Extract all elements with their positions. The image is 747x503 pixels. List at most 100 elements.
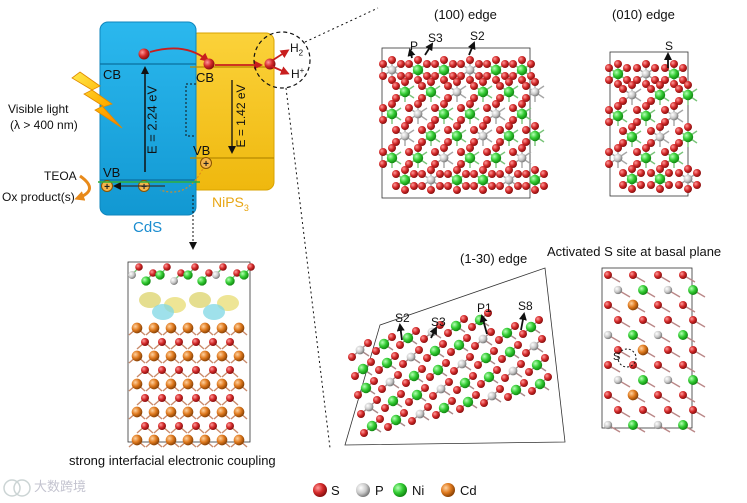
- atom-s: [423, 72, 431, 80]
- atom-s: [226, 422, 234, 430]
- atom-cd: [131, 350, 143, 362]
- atom-s: [418, 138, 426, 146]
- atom-s: [462, 170, 470, 178]
- atom-cd: [627, 389, 639, 401]
- atom-s: [432, 411, 440, 419]
- atom-s: [614, 406, 622, 414]
- atom-ni: [678, 330, 688, 340]
- atom-p: [655, 132, 665, 142]
- atom-s: [424, 403, 432, 411]
- atom-s: [679, 271, 687, 279]
- atom-s: [414, 100, 422, 108]
- atom-s: [679, 301, 687, 309]
- atom-p: [613, 153, 623, 163]
- reaction-circle: [253, 31, 311, 89]
- atom-s: [664, 346, 672, 354]
- atom-s: [509, 104, 517, 112]
- atom-ni: [197, 276, 207, 286]
- atom-ni: [412, 152, 424, 164]
- atom-ni: [668, 152, 680, 164]
- atom-s: [605, 118, 613, 126]
- atom-s: [394, 371, 402, 379]
- atom-s: [689, 346, 697, 354]
- atom-s: [656, 81, 664, 89]
- cds-band-block: [99, 21, 197, 216]
- atom-ni: [386, 108, 398, 120]
- atom-s: [388, 100, 396, 108]
- atom-cd: [131, 434, 143, 446]
- legend-p-dot: [356, 483, 370, 497]
- atom-s: [436, 170, 444, 178]
- nips3-cb-label: CB: [196, 70, 215, 85]
- atom-s: [505, 122, 513, 130]
- atom-ni: [425, 130, 437, 142]
- site-pointer-arrow: [518, 312, 527, 331]
- atom-s: [470, 170, 478, 178]
- atom-ni: [525, 321, 537, 333]
- atom-s: [457, 104, 465, 112]
- atom-s: [475, 60, 483, 68]
- site-label-p1-130: P1: [477, 301, 492, 315]
- atom-p: [355, 345, 365, 355]
- atom-s: [684, 165, 692, 173]
- atom-ni: [360, 382, 372, 394]
- site-pointer-arrow: [429, 326, 437, 339]
- atom-cd: [182, 406, 194, 418]
- atom-s: [401, 78, 409, 86]
- atom-cd: [165, 322, 177, 334]
- atom-s: [440, 76, 448, 84]
- atom-p: [663, 285, 673, 295]
- atom-s: [450, 367, 458, 375]
- atom-s: [675, 85, 683, 93]
- atom-cd: [216, 434, 228, 446]
- atom-s: [670, 144, 678, 152]
- hplus-label: H+: [291, 67, 304, 81]
- legend-p-label: P: [375, 483, 384, 498]
- atom-cd: [165, 378, 177, 390]
- hplus-text: H: [291, 67, 300, 81]
- atom-s: [633, 118, 641, 126]
- atom-s: [418, 94, 426, 102]
- site-pointer-arrows: [396, 41, 672, 341]
- dotted-transfer-path: [185, 83, 196, 137]
- atom-s: [619, 139, 627, 147]
- hole-cds-2-sign: +: [141, 182, 147, 193]
- atom-s: [527, 60, 535, 68]
- atom-s: [471, 342, 479, 350]
- atom-p: [212, 271, 220, 279]
- atom-s: [453, 386, 461, 394]
- atom-s: [449, 72, 457, 80]
- site-label-p: P: [410, 39, 419, 53]
- atom-ni: [640, 110, 652, 122]
- cds-gap-label: E = 2.24 eV: [144, 85, 160, 155]
- atom-s: [388, 76, 396, 84]
- atom-s: [605, 148, 613, 156]
- atom-p: [603, 420, 613, 430]
- atom-ni: [183, 270, 193, 280]
- hole-nips3-sign: +: [203, 159, 209, 170]
- hole-cds-1: [101, 180, 113, 192]
- atom-s: [661, 118, 669, 126]
- atom-s: [401, 166, 409, 174]
- atom-s: [436, 182, 444, 190]
- atom-s: [522, 182, 530, 190]
- atom-s: [375, 366, 383, 374]
- atom-s: [614, 80, 622, 88]
- atom-ni: [483, 371, 495, 383]
- atom-p: [517, 153, 527, 163]
- atom-s: [462, 182, 470, 190]
- atom-s: [538, 335, 546, 343]
- atom-s: [496, 94, 504, 102]
- atom-s: [192, 422, 200, 430]
- frame-130: [344, 267, 566, 446]
- nips3-material-label: NiPS3: [212, 195, 249, 213]
- atom-s: [401, 122, 409, 130]
- atom-ni: [378, 338, 390, 350]
- atom-ni: [399, 86, 411, 98]
- coupling-caption: strong interfacial electronic coupling: [69, 453, 276, 468]
- atom-s: [675, 139, 683, 147]
- atom-s: [423, 354, 431, 362]
- atom-s: [426, 373, 434, 381]
- atom-s: [431, 160, 439, 168]
- atom-s: [427, 166, 435, 174]
